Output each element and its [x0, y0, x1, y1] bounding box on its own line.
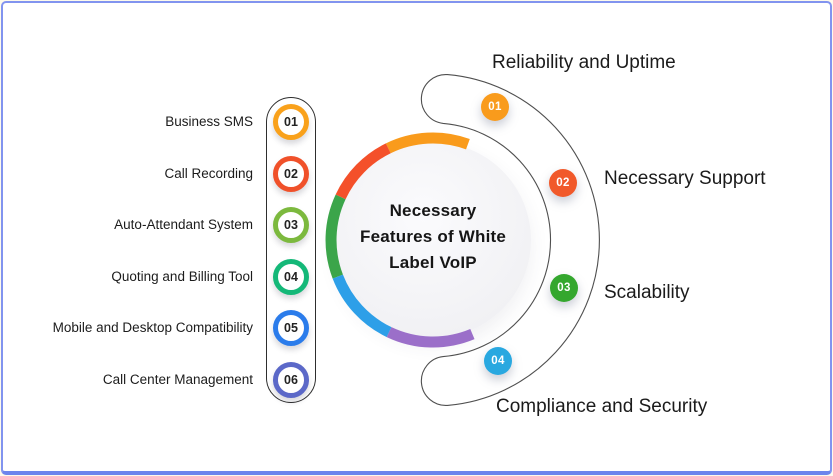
hub-title: Necessary Features of White Label VoIP [333, 198, 533, 276]
badge-number: 04 [491, 355, 505, 367]
hub-title-line: Features of White [359, 227, 507, 246]
crescent-label: Scalability [604, 282, 690, 303]
crescent-number-badge: 03 [550, 274, 578, 302]
crescent-number-badge: 02 [549, 169, 577, 197]
crescent-label: Reliability and Uptime [492, 52, 676, 73]
crescent-label: Necessary Support [604, 168, 766, 189]
feature-number-capsule [266, 97, 316, 403]
feature-number-badge: 05 [273, 310, 309, 346]
feature-label: Call Center Management [102, 372, 253, 387]
badge-number: 01 [488, 101, 502, 113]
feature-number-badge: 06 [273, 361, 309, 398]
feature-number-badge: 04 [273, 258, 309, 295]
badge-number: 04 [284, 269, 298, 284]
feature-number-badge: 03 [273, 207, 309, 243]
feature-label: Mobile and Desktop Compatibility [52, 320, 253, 335]
badge-number: 06 [284, 372, 298, 387]
hub-title-line: Label VoIP [389, 253, 477, 272]
feature-label: Business SMS [165, 114, 253, 129]
badge-number: 02 [556, 177, 570, 189]
feature-number-badge: 01 [273, 104, 309, 140]
badge-number: 03 [284, 218, 298, 232]
feature-number-badge: 02 [273, 155, 309, 192]
feature-label: Auto-Attendant System [114, 217, 253, 232]
badge-number: 01 [284, 115, 298, 129]
crescent-number-badge: 04 [484, 347, 512, 375]
crescent-label: Compliance and Security [496, 396, 708, 417]
badge-number: 02 [284, 166, 298, 181]
badge-number: 03 [557, 282, 571, 294]
feature-label: Quoting and Billing Tool [111, 269, 253, 284]
feature-label: Call Recording [164, 166, 253, 181]
badge-number: 05 [284, 321, 298, 335]
crescent-number-badge: 01 [481, 93, 509, 121]
hub-title-line: Necessary [389, 201, 477, 220]
